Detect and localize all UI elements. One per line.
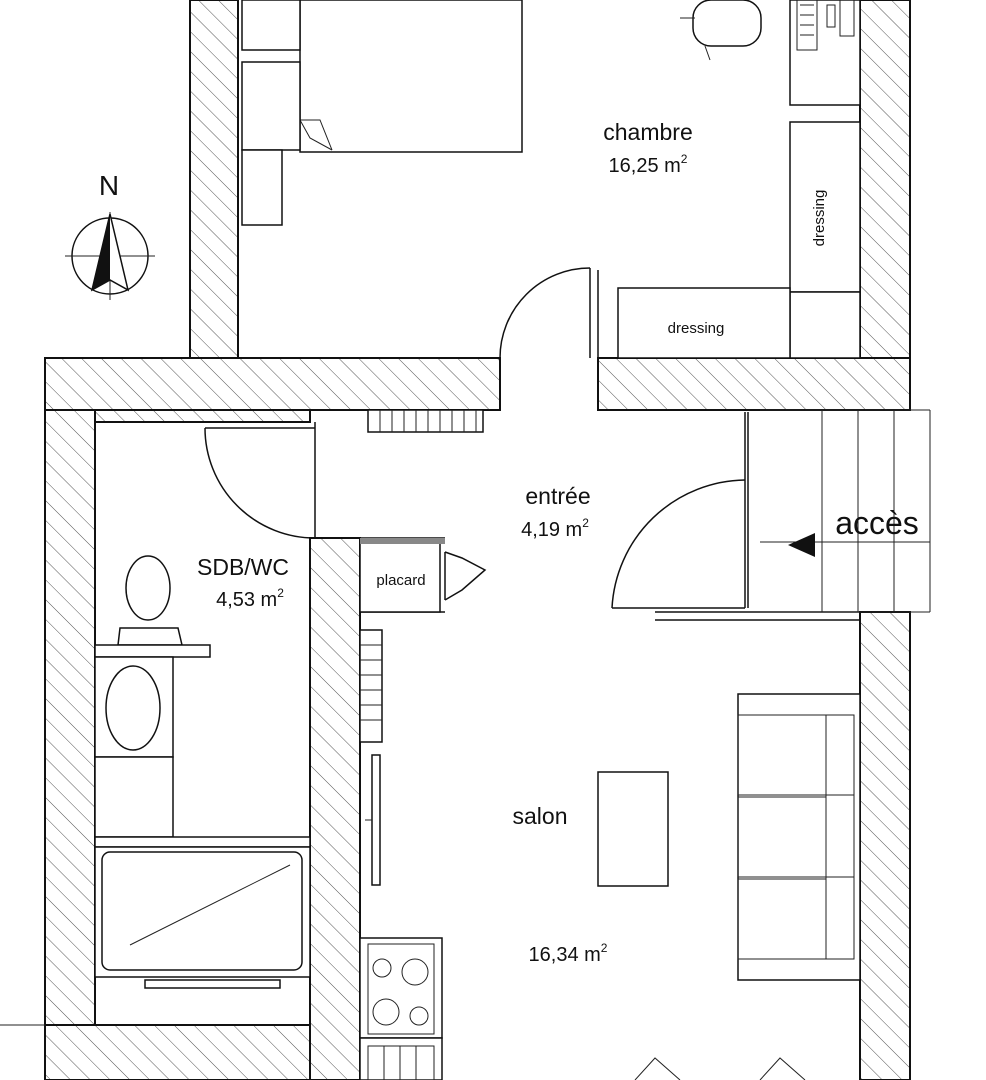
wall-bathroom-east — [309, 537, 361, 1080]
bathroom-door — [204, 422, 316, 539]
cooktop — [359, 937, 443, 1039]
wall-bedroom-east — [859, 0, 911, 411]
room-name-entree: entrée — [525, 483, 590, 509]
room-area-sdb: 4,53 m — [216, 589, 277, 611]
label-entree: entrée 4,19 m2 — [521, 483, 591, 541]
wardrobe-vertical — [789, 121, 861, 359]
dressing-horizontal-label: dressing — [668, 320, 725, 337]
wall-top-right — [597, 357, 911, 411]
room-area-chambre: 16,25 m — [609, 155, 681, 177]
svg-text:16,25 m2: 16,25 m2 — [609, 152, 688, 177]
room-area-chambre-sup: 2 — [681, 152, 688, 166]
svg-text:4,19 m2: 4,19 m2 — [521, 516, 589, 541]
access-stairs — [760, 409, 931, 613]
room-name-sdb: SDB/WC — [197, 554, 289, 580]
room-name-chambre: chambre — [603, 119, 692, 145]
washbasin — [94, 656, 311, 848]
placard — [359, 538, 487, 613]
sofa — [737, 693, 861, 981]
wall-top-left — [44, 357, 501, 411]
coffee-table — [597, 771, 669, 887]
room-area-entree: 4,19 m — [521, 519, 582, 541]
wall-entry-upper — [94, 409, 311, 423]
compass-north-label: N — [99, 170, 119, 201]
room-area-sdb-sup: 2 — [277, 586, 284, 600]
svg-text:16,34 m2: 16,34 m2 — [529, 941, 608, 966]
shower — [94, 846, 311, 989]
label-sdb: SDB/WC 4,53 m2 — [197, 554, 289, 611]
placard-label: placard — [376, 572, 425, 589]
stair-strip-left — [359, 629, 383, 743]
desk-chair — [680, 0, 762, 61]
room-name-salon: salon — [513, 803, 568, 829]
wardrobe-horizontal — [617, 287, 791, 359]
walls — [44, 0, 911, 1080]
room-area-entree-sup: 2 — [582, 516, 589, 530]
svg-text:4,53 m2: 4,53 m2 — [216, 586, 284, 611]
access-arrow-icon — [788, 533, 815, 557]
bed — [241, 0, 523, 226]
tv — [365, 754, 381, 886]
access-label: accès — [835, 505, 919, 541]
dressing-vertical-label: dressing — [811, 190, 828, 247]
room-area-salon-sup: 2 — [601, 941, 608, 955]
compass: N — [65, 170, 155, 300]
bedroom-door — [499, 267, 599, 372]
toilet — [94, 555, 211, 658]
wall-salon-east — [859, 611, 911, 1080]
stair-strip-top — [367, 409, 484, 433]
room-area-salon: 16,34 m — [529, 944, 601, 966]
label-salon: salon 16,34 m2 — [513, 803, 608, 966]
desk — [789, 0, 861, 106]
wall-outer-west — [44, 409, 96, 1026]
wall-bottom-left — [44, 1024, 311, 1080]
entry-door — [611, 412, 749, 609]
sink — [359, 1037, 443, 1080]
window-bottom — [634, 1057, 806, 1080]
label-chambre: chambre 16,25 m2 — [603, 119, 692, 177]
wall-bedroom-west — [189, 0, 239, 359]
